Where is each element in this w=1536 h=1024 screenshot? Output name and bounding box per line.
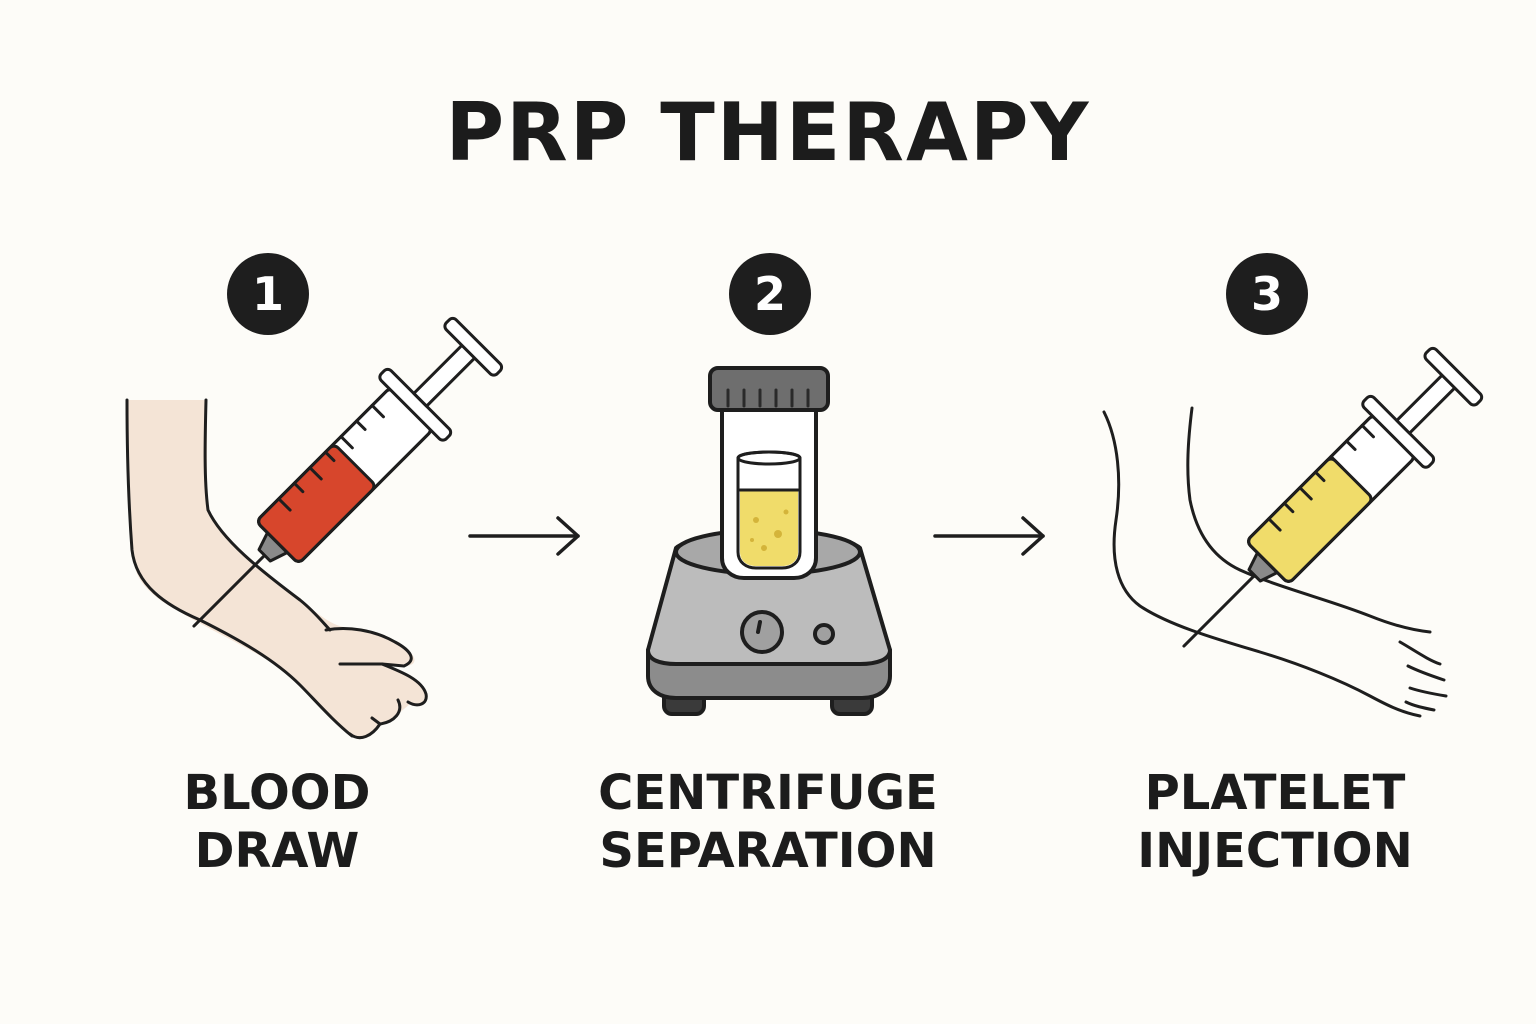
step-1-label-line-2: DRAW <box>194 823 360 879</box>
page-title: PRP THERAPY <box>445 86 1091 179</box>
arm-blood-draw-syringe-icon <box>125 316 504 740</box>
step-1-badge: 1 <box>227 253 309 335</box>
arm-injection-syringe-icon <box>1102 346 1484 718</box>
step-2-label-line-1: CENTRIFUGE <box>598 765 938 821</box>
step-3-label: PLATELET INJECTION <box>1100 764 1450 880</box>
centrifuge-icon <box>646 366 892 716</box>
step-2-label: CENTRIFUGE SEPARATION <box>568 764 968 880</box>
step-2-badge: 2 <box>729 253 811 335</box>
step-3-label-line-2: INJECTION <box>1137 823 1413 879</box>
arrow-right-icon <box>468 516 580 556</box>
step-1-label-line-1: BLOOD <box>183 765 371 821</box>
step-1-label: BLOOD DRAW <box>127 764 427 880</box>
step-3-badge: 3 <box>1226 253 1308 335</box>
step-2-label-line-2: SEPARATION <box>599 823 937 879</box>
step-3-label-line-1: PLATELET <box>1144 765 1406 821</box>
arrow-right-icon <box>933 516 1045 556</box>
